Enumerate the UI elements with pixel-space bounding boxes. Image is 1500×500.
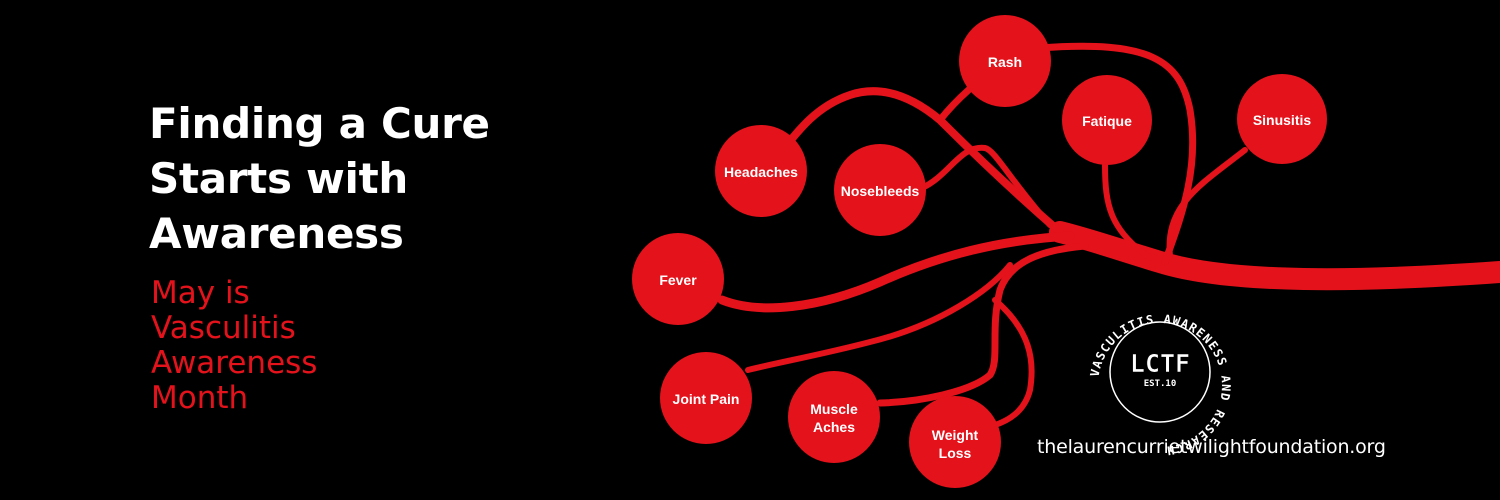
branch-headaches [766, 87, 1064, 236]
branch-nosebleeds [919, 144, 1053, 228]
branch-sinusitis [1166, 147, 1248, 259]
bubble [1237, 74, 1327, 164]
symptom-label: Muscle [810, 401, 858, 417]
bubble [909, 396, 1001, 488]
website-link[interactable]: thelaurencurrietwilightfoundation.org [1037, 436, 1386, 458]
headline-line: Awareness [149, 209, 404, 258]
bubble [1062, 75, 1152, 165]
symptom-label: Joint Pain [673, 391, 740, 407]
symptom-label: Fever [659, 272, 697, 288]
symptom-joint-pain: Joint Pain [660, 352, 752, 444]
branch-fatigue [1102, 162, 1153, 261]
headline-line: Finding a Cure [149, 99, 490, 148]
subline-line: Awareness [151, 345, 318, 381]
logo-initials: LCTF [1130, 349, 1190, 378]
headline-line: Starts with [149, 154, 408, 203]
symptom-label: Loss [939, 445, 972, 461]
symptom-nosebleeds: Nosebleeds [834, 144, 926, 236]
headline: Finding a Cure Starts with Awareness [149, 96, 529, 261]
tree-trunk [1049, 221, 1500, 291]
symptom-sinusitis: Sinusitis [1237, 74, 1327, 164]
branch-weight-loss [992, 297, 1035, 428]
symptom-label: Aches [813, 419, 855, 435]
subline-line: Vasculitis [151, 310, 296, 346]
symptom-muscle-aches: Muscle Aches [788, 371, 880, 463]
awareness-month-text: May is Vasculitis Awareness Month [151, 276, 411, 416]
bubble [959, 15, 1051, 107]
symptom-label: Headaches [724, 164, 798, 180]
symptom-label: Nosebleeds [841, 183, 920, 199]
branch-rash-upper [1036, 42, 1197, 266]
bubble [788, 371, 880, 463]
branch-joint-pain [745, 262, 1013, 373]
subline-line: Month [151, 380, 249, 416]
bubble [715, 125, 807, 217]
symptom-bubbles: Rash Fatique Sinusitis Headaches Noseble… [632, 15, 1327, 488]
symptom-weight-loss: Weight Loss [909, 396, 1001, 488]
symptom-rash: Rash [959, 15, 1051, 107]
logo-est: EST.10 [1144, 379, 1177, 389]
branch-fever [717, 231, 1075, 313]
symptom-label: Weight [932, 427, 979, 443]
symptom-fever: Fever [632, 233, 724, 325]
bubble [660, 352, 752, 444]
bubble [632, 233, 724, 325]
symptom-headaches: Headaches [715, 125, 807, 217]
branch-muscle-aches [876, 242, 1089, 407]
symptom-label: Rash [988, 54, 1022, 70]
logo-ring [1109, 321, 1211, 423]
symptom-label: Fatique [1082, 113, 1132, 129]
tree-branches [717, 42, 1500, 428]
subline-line: May is [151, 275, 250, 311]
symptom-label: Sinusitis [1253, 112, 1312, 128]
symptom-fatigue: Fatique [1062, 75, 1152, 165]
bubble [834, 144, 926, 236]
